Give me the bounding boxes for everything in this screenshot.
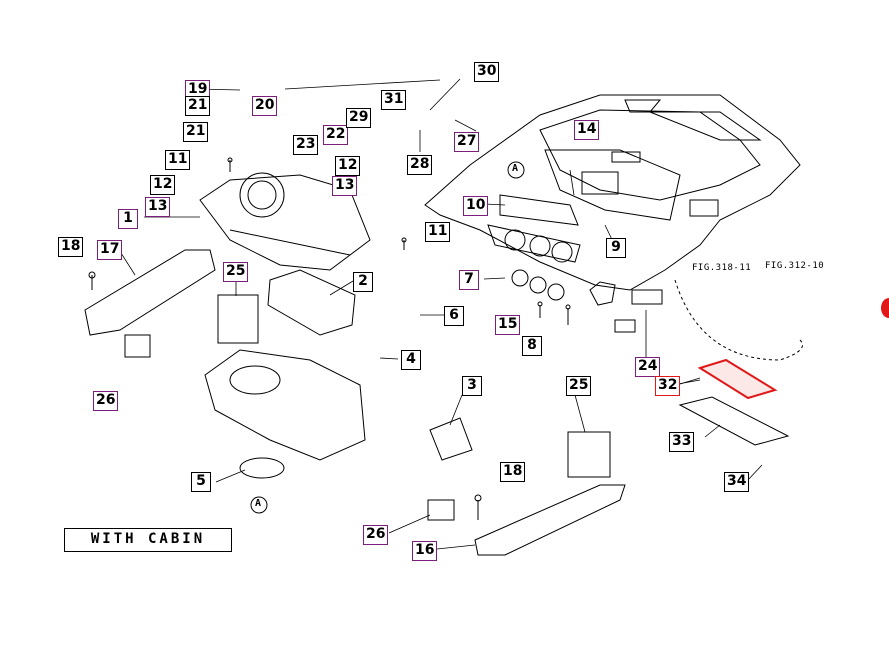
gasket-25-right-drawing [567,431,611,478]
callout-1[interactable]: 1 [118,209,138,229]
callout-20[interactable]: 20 [252,96,278,116]
callout-10[interactable]: 10 [463,196,489,216]
callout-13-left[interactable]: 13 [145,197,171,217]
callout-24[interactable]: 24 [635,357,661,377]
duct-right-drawing [474,484,626,556]
detail-view-outline [674,279,803,361]
fan-motor-drawing [239,457,285,479]
ref-a-bottom: A [255,498,262,509]
callout-17[interactable]: 17 [97,240,123,260]
callout-23[interactable]: 23 [293,135,319,155]
callout-14[interactable]: 14 [574,120,600,140]
callout-29[interactable]: 29 [346,108,372,128]
gasket-25-left-drawing [217,294,259,344]
callout-7[interactable]: 7 [459,270,479,290]
callout-6[interactable]: 6 [444,306,464,326]
blower-housing-drawing [199,172,371,271]
callout-4[interactable]: 4 [401,350,421,370]
callout-26-left[interactable]: 26 [93,391,119,411]
callout-31[interactable]: 31 [381,90,407,110]
figure-ref-312-10[interactable]: FIG.312-10 [765,261,825,271]
lower-housing-drawing [204,349,366,461]
vent-small-drawing [614,319,636,333]
heater-core-drawing [267,269,356,336]
callout-11-bottom[interactable]: 11 [425,222,451,242]
highlight-leader [679,377,701,385]
edge-indicator [881,298,889,318]
callout-27[interactable]: 27 [454,132,480,152]
callout-8[interactable]: 8 [522,336,542,356]
callout-30[interactable]: 30 [474,62,500,82]
fastener-drawings [88,157,571,520]
callout-12-left[interactable]: 12 [150,175,176,195]
callout-18-left[interactable]: 18 [58,237,84,257]
callout-3[interactable]: 3 [462,376,482,396]
callout-12-right[interactable]: 12 [335,156,361,176]
callout-13-right[interactable]: 13 [332,176,358,196]
callout-18-right[interactable]: 18 [500,462,526,482]
callout-11-top[interactable]: 11 [165,150,191,170]
ref-a-top: A [512,163,519,174]
duct-left-drawing [84,249,216,336]
filter-cover-drawing [678,396,790,446]
callout-28[interactable]: 28 [407,155,433,175]
callout-2[interactable]: 2 [353,272,373,292]
gasket-26-right-drawing [427,499,455,521]
callout-34[interactable]: 34 [724,472,750,492]
callout-25-right[interactable]: 25 [566,376,592,396]
callout-32[interactable]: 32 [655,376,681,396]
callout-25-left[interactable]: 25 [223,262,249,282]
callout-21-bottom[interactable]: 21 [183,122,209,142]
callout-9[interactable]: 9 [606,238,626,258]
ref-a-top-circle [507,161,525,179]
callout-19[interactable]: 19 [185,80,211,100]
filter-drawing [429,417,473,461]
figure-ref-318-11[interactable]: FIG.318-11 [692,263,752,273]
leader-lines [120,78,763,550]
callout-33[interactable]: 33 [669,432,695,452]
highlighted-filter-drawing [697,358,778,400]
variant-caption: WITH CABIN [64,528,232,552]
callout-26-right[interactable]: 26 [363,525,389,545]
gasket-26-left-drawing [124,334,151,358]
callout-15[interactable]: 15 [495,315,521,335]
callout-22[interactable]: 22 [323,125,349,145]
vent-drawing [631,289,663,305]
callout-5[interactable]: 5 [191,472,211,492]
callout-16[interactable]: 16 [412,541,438,561]
ref-a-bottom-circle [250,496,268,514]
grommet-set-drawing [511,269,565,301]
callout-21-top[interactable]: 21 [185,96,211,116]
roof-headliner-drawing [424,94,801,306]
